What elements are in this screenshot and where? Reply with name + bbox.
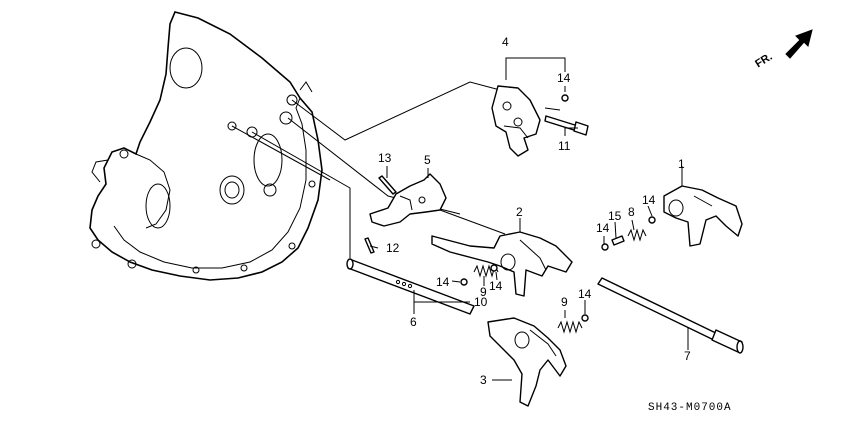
part-5-shift-piece — [369, 173, 447, 227]
part-6-shaft — [346, 258, 475, 315]
callout-13: 13 — [378, 151, 392, 165]
callout-14a: 14 — [557, 71, 571, 85]
callout-14e: 14 — [596, 221, 610, 235]
front-direction-arrow-icon — [785, 29, 813, 59]
callout-7: 7 — [684, 349, 691, 363]
part-15-detent — [611, 235, 625, 246]
part-1-shift-fork — [663, 185, 743, 247]
callout-10: 10 — [474, 295, 488, 309]
callout-11: 11 — [558, 139, 571, 153]
transmission-housing — [89, 11, 323, 281]
part-7-shaft — [597, 277, 744, 354]
callout-leaders — [369, 57, 689, 381]
callout-14d: 14 — [578, 287, 592, 301]
callout-15: 15 — [608, 209, 622, 223]
callout-14b: 14 — [436, 275, 450, 289]
part-12-pin — [364, 237, 375, 254]
part-13-pin — [378, 175, 397, 195]
part-11-bolt — [544, 115, 589, 136]
callout-14c: 14 — [489, 279, 503, 293]
callout-14f: 14 — [642, 193, 656, 207]
part-4-interlock — [491, 85, 541, 157]
part-3-shift-fork — [487, 317, 567, 407]
callout-9a: 9 — [480, 285, 487, 299]
part-8-spring — [627, 228, 647, 242]
callout-4: 4 — [502, 35, 509, 49]
diagram-code: SH43-M0700A — [648, 402, 732, 414]
callout-1: 1 — [678, 157, 685, 171]
callout-5: 5 — [424, 153, 431, 167]
callout-3: 3 — [480, 373, 487, 387]
callout-8: 8 — [628, 205, 635, 219]
callout-9b: 9 — [561, 295, 568, 309]
steel-balls — [460, 94, 656, 322]
part-2-shift-fork — [431, 231, 573, 297]
direction-label: FR. — [753, 51, 774, 71]
callout-12: 12 — [386, 241, 400, 255]
callout-2: 2 — [516, 205, 523, 219]
callout-6: 6 — [410, 315, 417, 329]
part-9-spring-lower — [557, 320, 583, 334]
